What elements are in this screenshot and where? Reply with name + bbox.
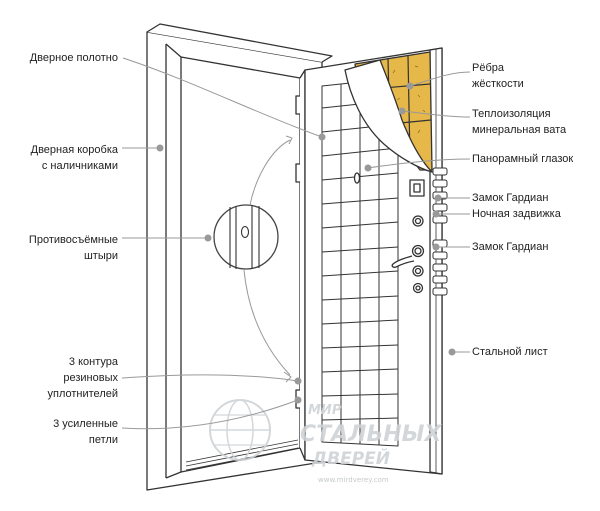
leader-door-leaf — [122, 57, 323, 138]
label-door-leaf: Дверное полотно — [30, 50, 118, 66]
label-ribs-line2: жёсткости — [472, 78, 524, 90]
label-ribs: Рёбра жёсткости — [472, 60, 524, 92]
label-seal-contours: 3 контура резиновых уплотнителей — [48, 354, 118, 402]
leader-seals — [121, 374, 299, 382]
label-seals-line3: уплотнителей — [47, 388, 118, 400]
label-lock-top-text: Замок Гардиан — [472, 192, 549, 204]
label-lock-top: Замок Гардиан — [472, 190, 548, 206]
peeled-sheet — [344, 59, 433, 173]
label-pins-line2: штыри — [83, 250, 118, 262]
label-door-frame-line1: Дверная коробка — [30, 144, 118, 156]
door-handle — [391, 255, 415, 268]
label-pins-line1: Противосъёмные — [28, 234, 118, 246]
label-insulation: Теплоизоляция минеральная вата — [472, 106, 566, 138]
label-peephole-text: Панорамный глазок — [472, 153, 574, 165]
label-hinges: 3 усиленные петли — [53, 416, 118, 448]
door-frame-side — [146, 23, 333, 63]
watermark-line2: СТАЛЬНЫХ — [300, 422, 442, 447]
leader-pins-down — [243, 269, 291, 376]
label-night-bolt-text: Ночная задвижка — [472, 208, 561, 220]
label-lock-bottom: Замок Гардиан — [472, 239, 548, 255]
label-seals-line2: резиновых — [63, 372, 118, 384]
watermark-line1: МИР — [308, 403, 342, 418]
label-anti-removal-pins: Противосъёмные штыри — [29, 232, 118, 264]
label-steel-sheet-text: Стальной лист — [472, 346, 548, 358]
label-steel-sheet: Стальной лист — [472, 344, 548, 360]
label-hinges-line1: 3 усиленные — [53, 418, 118, 430]
label-peephole: Панорамный глазок — [472, 151, 573, 167]
label-insulation-line2: минеральная вата — [472, 124, 567, 136]
lock-bottom-cylinder — [411, 244, 425, 258]
watermark: МИР СТАЛЬНЫХ ДВЕРЕЙ www.mirdverey.com — [209, 399, 442, 484]
leader-insulation — [401, 110, 471, 118]
label-ribs-line1: Рёбра — [472, 62, 504, 74]
label-door-frame: Дверная коробка с наличниками — [31, 142, 118, 174]
label-door-leaf-text: Дверное полотно — [29, 52, 118, 64]
label-hinges-line2: петли — [88, 434, 118, 446]
leader-pins-up — [249, 139, 291, 206]
label-door-frame-line2: с наличниками — [41, 160, 118, 172]
leader-hinges — [121, 399, 299, 430]
label-lock-bottom-text: Замок Гардиан — [472, 241, 549, 253]
leader-ribs — [409, 71, 471, 87]
leader-peephole — [367, 158, 471, 169]
night-bolt-knob — [412, 215, 424, 227]
label-seals-line1: 3 контура — [68, 356, 118, 368]
label-insulation-line1: Теплоизоляция — [472, 108, 551, 120]
watermark-line3: ДВЕРЕЙ — [311, 447, 390, 469]
label-night-bolt: Ночная задвижка — [472, 206, 561, 222]
peephole — [353, 172, 361, 184]
watermark-url: www.mirdverey.com — [318, 476, 389, 484]
lock-top-plate — [409, 179, 425, 197]
